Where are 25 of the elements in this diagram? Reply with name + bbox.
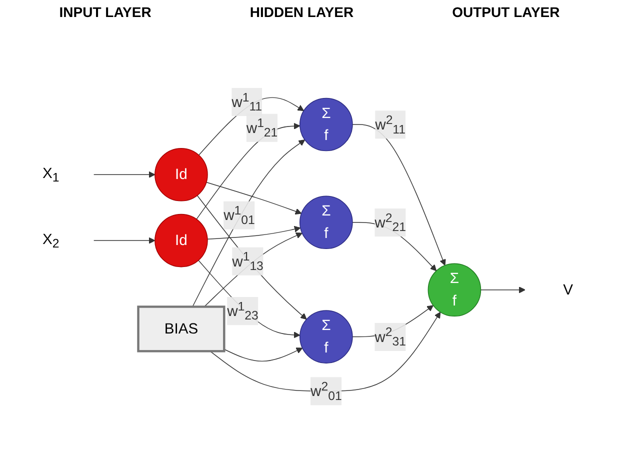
arrow [196,194,307,320]
layer-heading: OUTPUT LAYER [452,4,560,22]
arrow [206,181,302,214]
node-circle: Σ f [428,262,482,316]
node-circle: Id [154,147,208,201]
arrow [198,96,304,155]
arrow [352,124,446,266]
node-circle: Σ f [300,195,353,249]
node-circle: Σ f [300,97,353,151]
node-box: BIAS [137,305,226,352]
layer-heading: INPUT LAYER [59,4,152,22]
arrow [480,286,526,293]
node-text: X$_{1}$ [42,164,60,184]
node-text: V [563,281,574,298]
node-circle: Id [154,213,208,267]
arrow [224,347,303,362]
node-text: X$_{2}$ [42,230,60,250]
arrow [210,311,441,391]
arrow [93,236,156,244]
arrow [93,170,156,178]
node-circle: Σ f [300,310,353,363]
layer-heading: HIDDEN LAYER [250,4,354,22]
arrow [207,225,301,239]
arrow [192,139,306,307]
arrow [198,259,300,338]
